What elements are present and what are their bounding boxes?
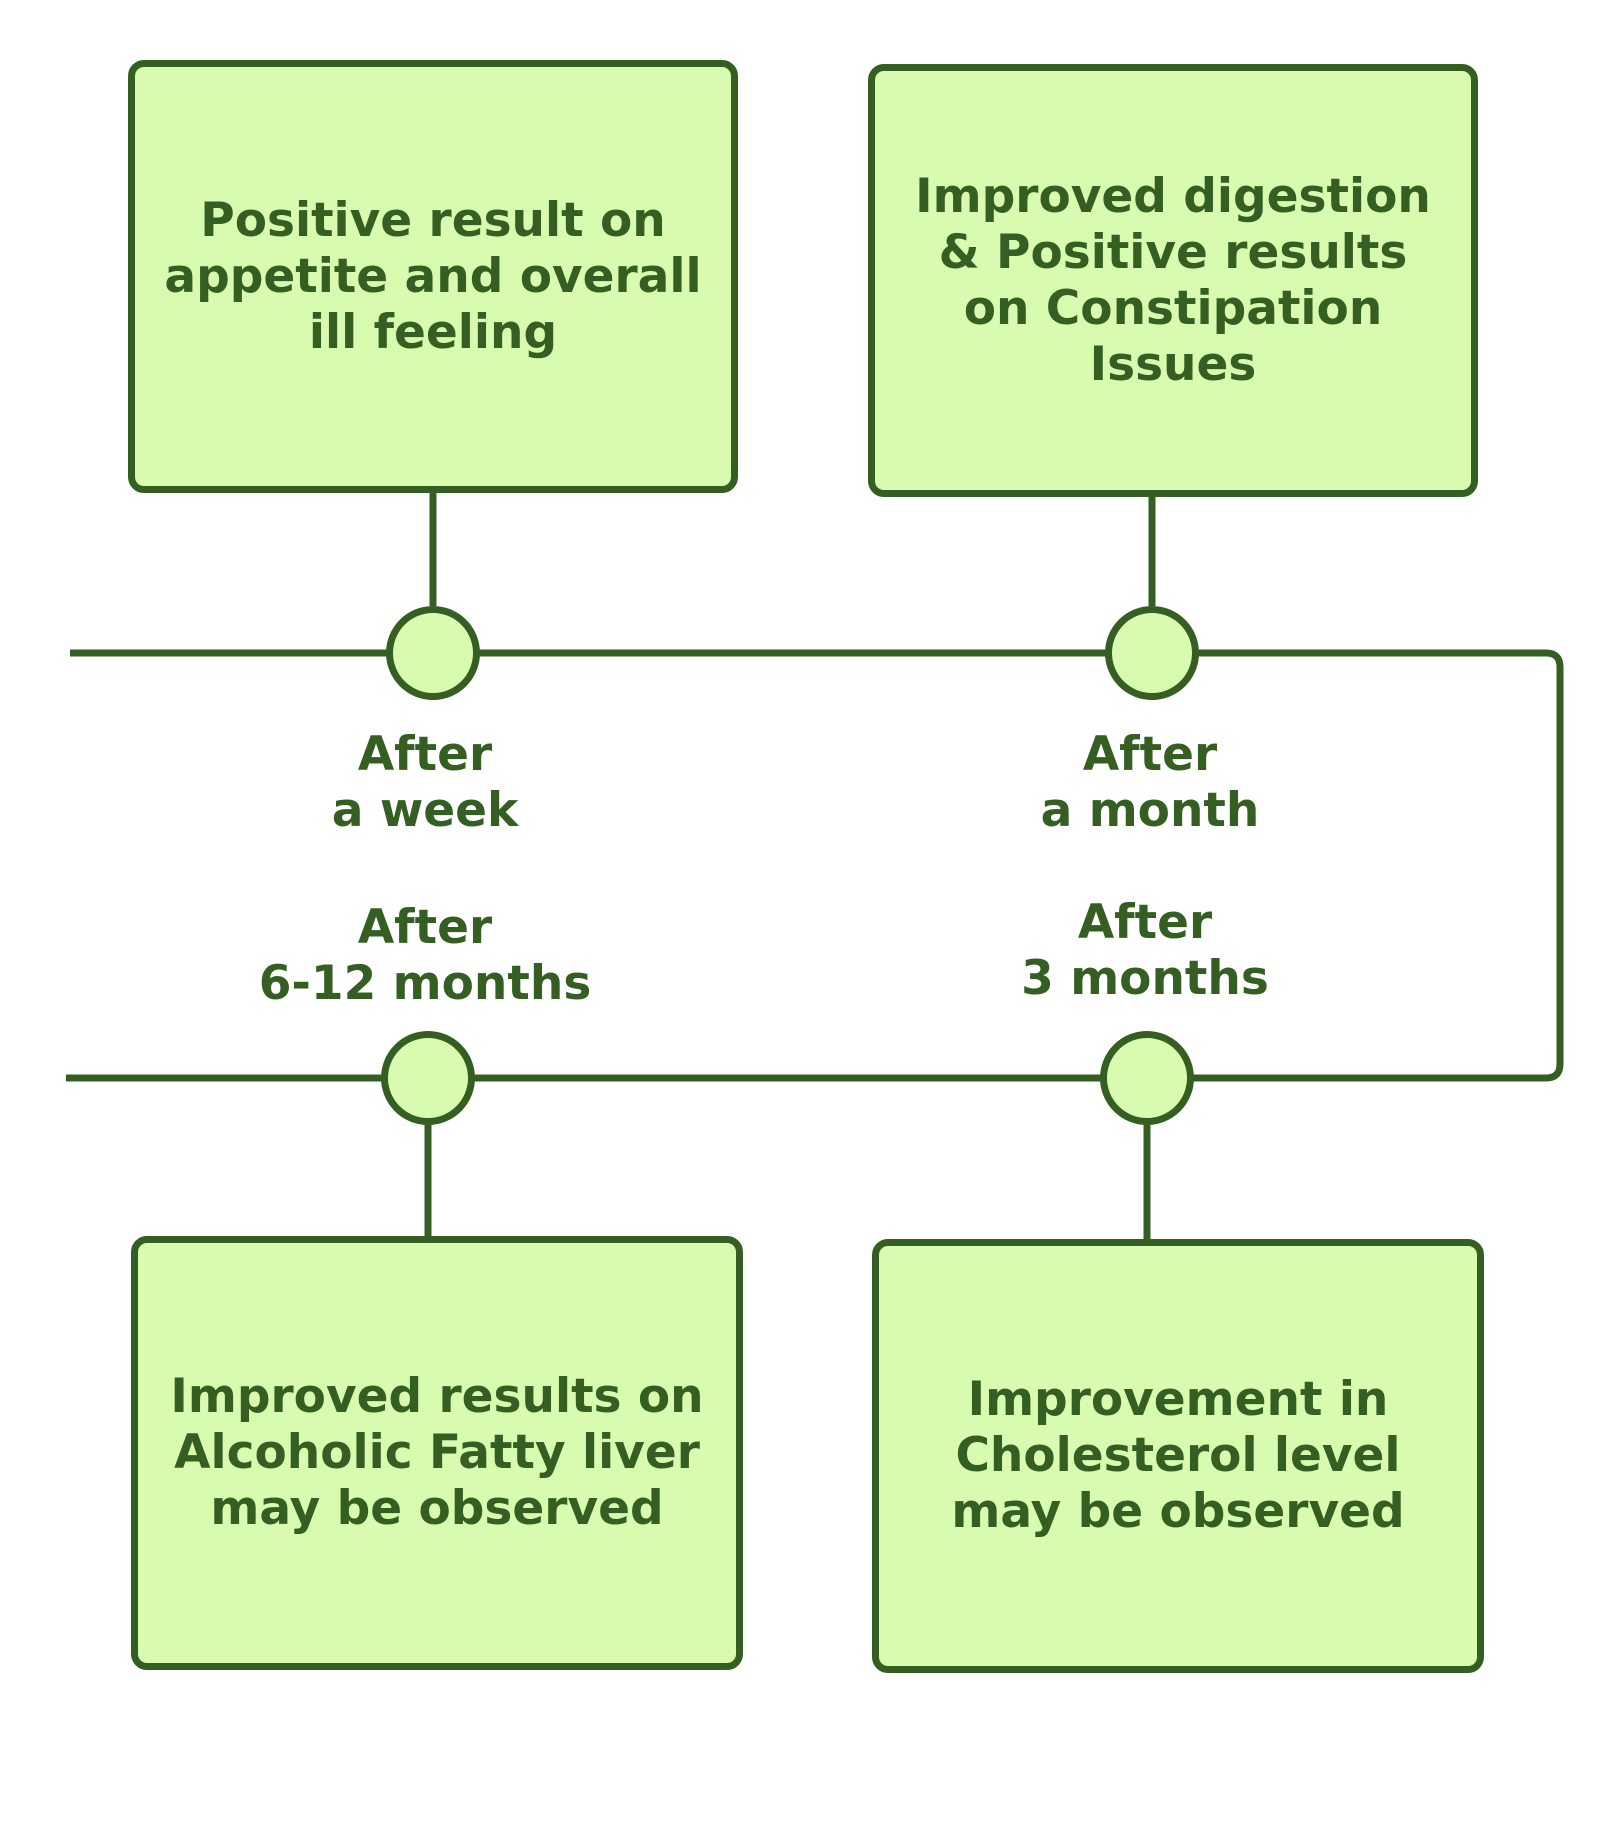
stage-label-6-12-months: After 6-12 months bbox=[258, 900, 592, 1011]
stage-label-month: After a month bbox=[1040, 727, 1260, 838]
node-week bbox=[386, 606, 480, 700]
stage-description-week: Positive result on appetite and overall … bbox=[164, 192, 702, 360]
stage-description-6-12-months: Improved results on Alcoholic Fatty live… bbox=[170, 1369, 704, 1536]
stage-box-3-months: Improvement in Cholesterol level may be … bbox=[872, 1239, 1484, 1673]
timeline-top-line bbox=[66, 649, 1564, 1082]
stage-label-week: After a week bbox=[331, 727, 519, 838]
node-6-12-months bbox=[381, 1031, 475, 1125]
stage-description-3-months: Improvement in Cholesterol level may be … bbox=[951, 1372, 1405, 1539]
stage-label-3-months: After 3 months bbox=[1021, 895, 1269, 1006]
stage-box-week: Positive result on appetite and overall … bbox=[128, 60, 738, 493]
stage-description-month: Improved digestion & Positive results on… bbox=[915, 168, 1431, 392]
node-3-months bbox=[1100, 1031, 1194, 1125]
stage-box-6-12-months: Improved results on Alcoholic Fatty live… bbox=[131, 1236, 743, 1670]
node-month bbox=[1105, 606, 1199, 700]
stage-box-month: Improved digestion & Positive results on… bbox=[868, 64, 1478, 497]
